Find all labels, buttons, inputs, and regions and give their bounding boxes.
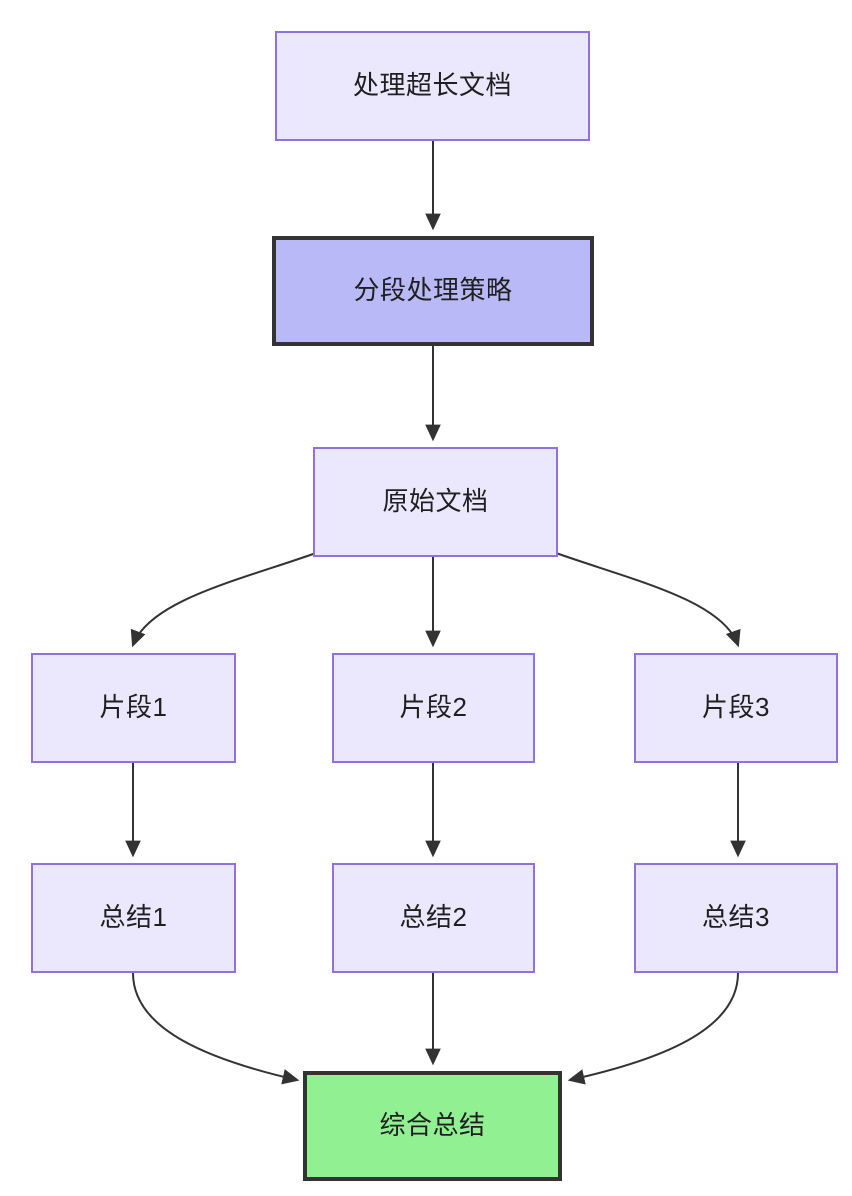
node-chunk1[interactable]: 片段1 xyxy=(31,653,236,763)
edge-summary1-to-final xyxy=(132,972,300,1085)
node-source-doc-label: 原始文档 xyxy=(382,486,489,517)
node-source-doc[interactable]: 原始文档 xyxy=(313,447,558,557)
edge-source-doc-to-chunk1 xyxy=(130,552,317,648)
node-chunk2[interactable]: 片段2 xyxy=(332,653,535,763)
node-summary2[interactable]: 总结2 xyxy=(332,863,535,973)
node-chunk3-label: 片段3 xyxy=(702,692,770,723)
node-strategy[interactable]: 分段处理策略 xyxy=(272,236,594,346)
node-summary1-label: 总结1 xyxy=(99,902,168,933)
node-summary3[interactable]: 总结3 xyxy=(634,863,838,973)
edge-summary3-to-final xyxy=(567,972,739,1085)
node-doc-long-label: 处理超长文档 xyxy=(352,70,512,101)
node-chunk2-label: 片段2 xyxy=(399,692,468,723)
node-summary2-label: 总结2 xyxy=(399,902,468,933)
node-final-summary-label: 综合总结 xyxy=(379,1110,486,1141)
node-chunk1-label: 片段1 xyxy=(99,692,168,723)
node-chunk3[interactable]: 片段3 xyxy=(634,653,838,763)
node-strategy-label: 分段处理策略 xyxy=(353,275,513,306)
node-summary1[interactable]: 总结1 xyxy=(31,863,236,973)
node-doc-long[interactable]: 处理超长文档 xyxy=(275,31,590,141)
node-summary3-label: 总结3 xyxy=(702,902,770,933)
node-final-summary[interactable]: 综合总结 xyxy=(303,1071,562,1181)
edge-source-doc-to-chunk3 xyxy=(555,552,741,648)
